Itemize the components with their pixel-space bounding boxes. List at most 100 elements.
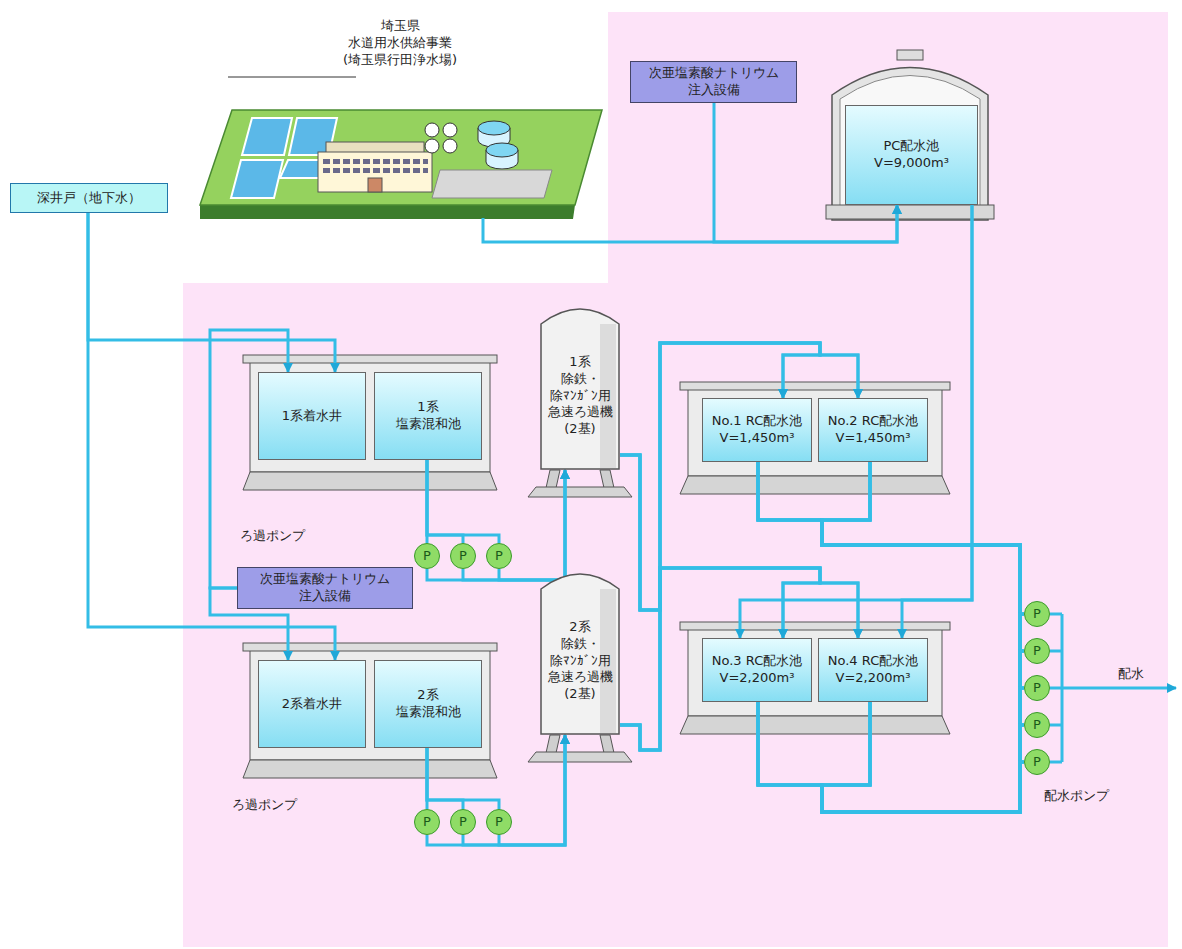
filter-outline [541,309,619,469]
pipe-connector [758,462,1024,651]
pipe-connector [822,462,1024,614]
reservoir-water: No.3 RC配水池 V=2,200m³ [702,638,812,702]
water-plant-illustration [322,158,428,176]
pump-group-label: ろ過ポンプ [240,528,305,544]
pipe-connector [427,460,463,543]
pump-symbol: P [1024,638,1050,664]
pipe-connector [822,702,1024,812]
tank-structure [688,628,942,716]
pump-symbol: P [1024,675,1050,701]
tank-structure [688,388,942,476]
tank-structure [250,648,490,760]
reservoir-water: No.1 RC配水池 V=1,450m³ [702,398,812,462]
pipe-connector [620,343,820,750]
tank-water: 1系着水井 [258,372,366,460]
node-text: 次亜塩素酸ナトリウム 注入設備 [631,65,796,99]
pipe-connector [620,343,820,610]
pipe-connector [758,462,1024,614]
pipe-connector [427,735,565,845]
water-plant-illustration [200,77,602,219]
filter-stand [528,752,632,762]
node-text: 2系着水井 [282,696,342,713]
node-text: P [1033,754,1041,771]
node-text: 次亜塩素酸ナトリウム 注入設備 [238,571,412,605]
node-text: 2系 除鉄・ 除ﾏﾝｶﾞﾝ用 急速ろ過機 (2基) [540,619,620,703]
water-plant-illustration [425,139,439,153]
pipe-connector [463,735,565,845]
water-plant-illustration [242,118,292,155]
filter-stand [528,470,632,762]
node-text: P [495,814,503,831]
tank-structure [680,476,950,494]
node-text: 2系 塩素混和池 [375,687,481,721]
node-text: 深井戸（地下水） [37,190,141,207]
filter-stand [600,735,614,753]
pipe-connector [427,470,565,580]
pump-symbol: P [414,809,440,835]
dosing-box: 次亜塩素酸ナトリウム 注入設備 [630,61,797,103]
water-plant-illustration [425,123,439,137]
node-text: P [1033,680,1041,697]
tank-structure [243,760,497,778]
node-text: No.1 RC配水池 V=1,450m³ [705,413,809,447]
dosing-box: 次亜塩素酸ナトリウム 注入設備 [237,567,413,609]
pipe-connector [758,702,1024,812]
node-text: 1系着水井 [282,408,342,425]
pc-reservoir-dome [826,205,994,219]
distribution-pipe [1050,613,1062,616]
background-region [183,12,1168,947]
node-text: No.3 RC配水池 V=2,200m³ [705,653,809,687]
pump-symbol: P [450,543,476,569]
water-plant-illustration [478,121,510,135]
reservoir-water: No.4 RC配水池 V=2,200m³ [818,638,928,702]
pipe-connector [427,460,499,543]
pump-symbol: P [1024,749,1050,775]
water-plant-illustration [231,160,283,198]
pipe-connector [822,702,1024,812]
node-text: P [423,548,431,565]
filter-vessel: 1系 除鉄・ 除ﾏﾝｶﾞﾝ用 急速ろ過機 (2基) [540,300,620,470]
node-text: PC配水池 V=9,000m³ [857,138,967,172]
node-text: P [1033,606,1041,623]
pipe-connector [483,205,897,242]
water-plant-illustration [443,139,457,153]
pipe-connector [822,462,1024,762]
water-plant-illustration [318,152,432,192]
node-text: No.4 RC配水池 V=2,200m³ [821,653,925,687]
water-plant-illustration [432,170,552,198]
pump-group-label: ろ過ポンプ [232,797,297,813]
pc-reservoir-dome [832,68,988,221]
node-text: P [459,548,467,565]
pump-group-label: 配水ポンプ [1044,788,1109,804]
filter-stand [600,470,614,488]
reservoir-water: PC配水池 V=9,000m³ [845,105,978,205]
pipe-connector [822,462,1024,651]
distribution-pipe [1050,724,1062,727]
distribution-pipe [1050,687,1062,690]
pipe-connector [620,343,858,610]
node-text: 1系 除鉄・ 除ﾏﾝｶﾞﾝ用 急速ろ過機 (2基) [540,354,620,438]
pipe-connector [758,688,1024,812]
pc-reservoir-dome [897,50,923,60]
tank-structure [243,472,497,490]
tank-water: 1系 塩素混和池 [374,372,482,460]
water-plant-illustration [443,123,457,137]
distribution-pipe [1050,650,1062,653]
pipe-connector [822,688,1024,812]
filter-stand [528,487,632,497]
node-text: P [1033,717,1041,734]
node-text: 埼玉県 水道用水供給事業 (埼玉県行田浄水場) [320,18,480,69]
distribution-pipe [1050,614,1176,762]
node-text: P [423,814,431,831]
water-plant-illustration [200,110,602,205]
pipe-connector [758,462,1024,762]
pump-symbol: P [1024,601,1050,627]
water-plant-illustration [228,77,356,78]
node-text: 1系 塩素混和池 [375,399,481,433]
tank-structure [243,355,497,363]
tank-structure [243,643,497,651]
